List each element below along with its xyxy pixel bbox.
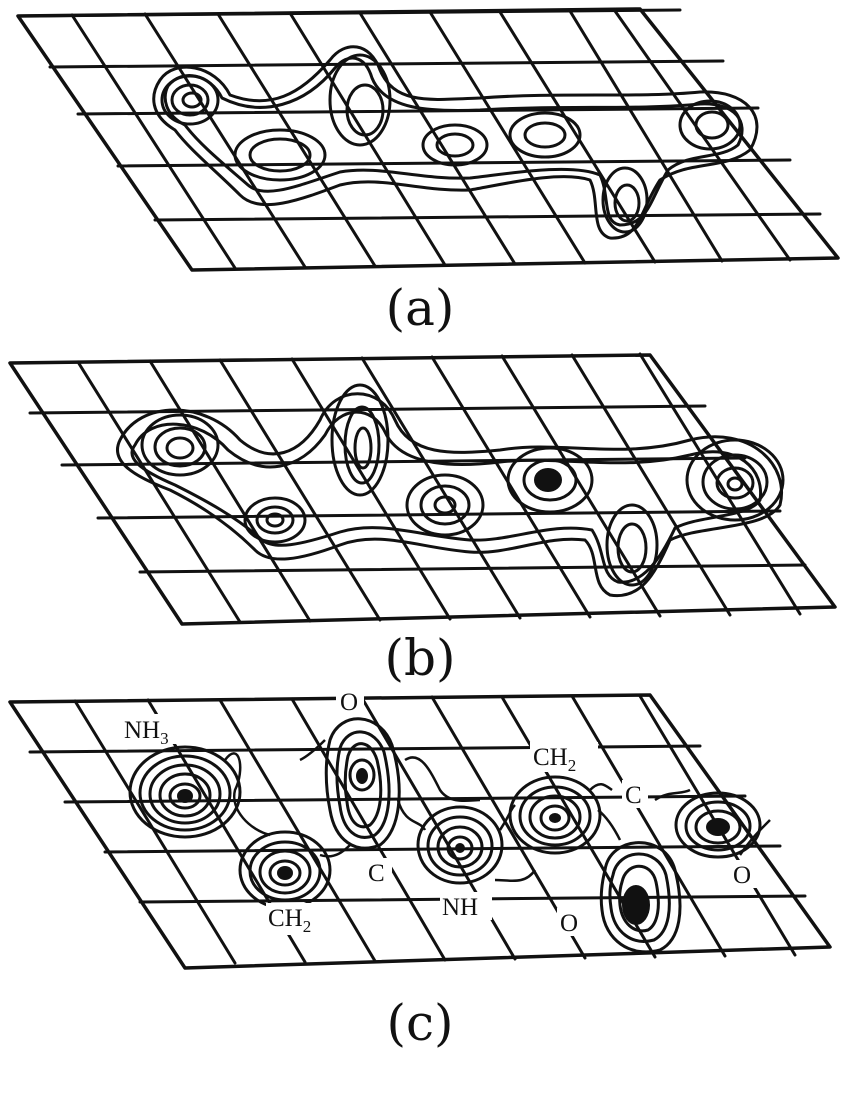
- panel-c-density-map: NH3 O CH2 C C NH CH2 O O: [8, 686, 832, 970]
- panel-c-caption: (c): [386, 994, 453, 1052]
- panel-c-contours: [128, 717, 771, 954]
- atom-label-c-mid: C: [368, 860, 385, 887]
- panel-b-density-map: [8, 352, 837, 626]
- panel-a-caption: (a): [386, 279, 455, 337]
- panel-b-grid: [8, 352, 837, 626]
- atom-label-nh3: NH3: [124, 717, 169, 748]
- panel-a-grid: [16, 7, 840, 272]
- atom-label-o-bottom: O: [560, 910, 578, 937]
- atom-label-o-right: O: [733, 862, 751, 889]
- atom-label-c-right: C: [625, 782, 642, 809]
- atom-label-nh: NH: [442, 894, 478, 921]
- atom-label-o-top: O: [340, 689, 358, 716]
- panel-c-atom-labels: NH3 O CH2 C C NH CH2 O O: [122, 686, 758, 937]
- panel-a-contours: [152, 45, 759, 240]
- panel-a-density-map: [16, 7, 840, 272]
- atom-label-ch2-bottom: CH2: [268, 905, 311, 936]
- panel-b-contours: [116, 383, 785, 598]
- atom-label-ch2-top: CH2: [533, 744, 576, 775]
- panel-b-caption: (b): [384, 629, 455, 687]
